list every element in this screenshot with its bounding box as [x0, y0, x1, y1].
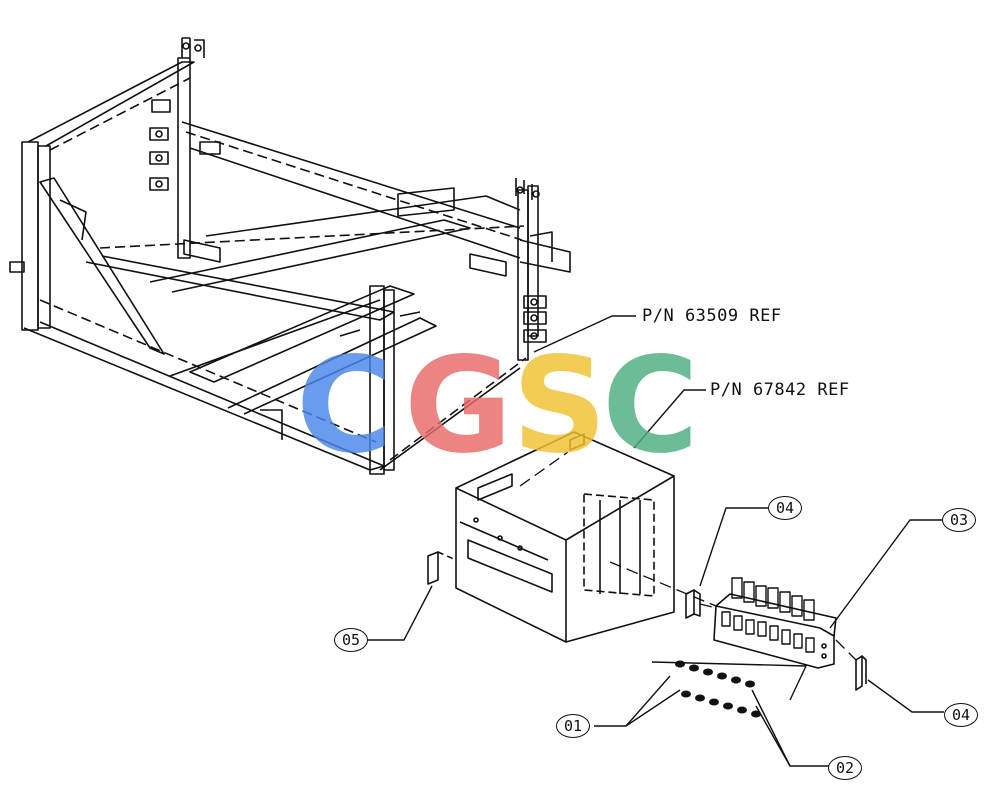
ref-label-frame: P/N 63509 REF	[642, 306, 782, 326]
watermark-letter-g: G	[404, 329, 513, 483]
balloon-03: 03	[942, 508, 976, 532]
part-04-bracket-left	[685, 589, 701, 619]
watermark-letter-c2: C	[602, 329, 699, 483]
watermark-letter-s: S	[512, 329, 608, 483]
part-01-02-fasteners	[675, 660, 761, 718]
balloon-04-right: 04	[944, 703, 978, 727]
watermark-letter-c1: C	[296, 329, 393, 483]
part-05-plate	[427, 551, 457, 585]
balloon-01: 01	[556, 714, 590, 738]
main-frame	[9, 37, 571, 475]
ref-label-housing: P/N 67842 REF	[710, 380, 850, 400]
part-03-valve-manifold	[713, 577, 837, 669]
balloon-02: 02	[828, 756, 862, 780]
part-04-bracket-right	[855, 655, 867, 691]
balloon-05: 05	[334, 628, 368, 652]
housing-box	[455, 431, 675, 643]
balloon-04-top: 04	[768, 496, 802, 520]
